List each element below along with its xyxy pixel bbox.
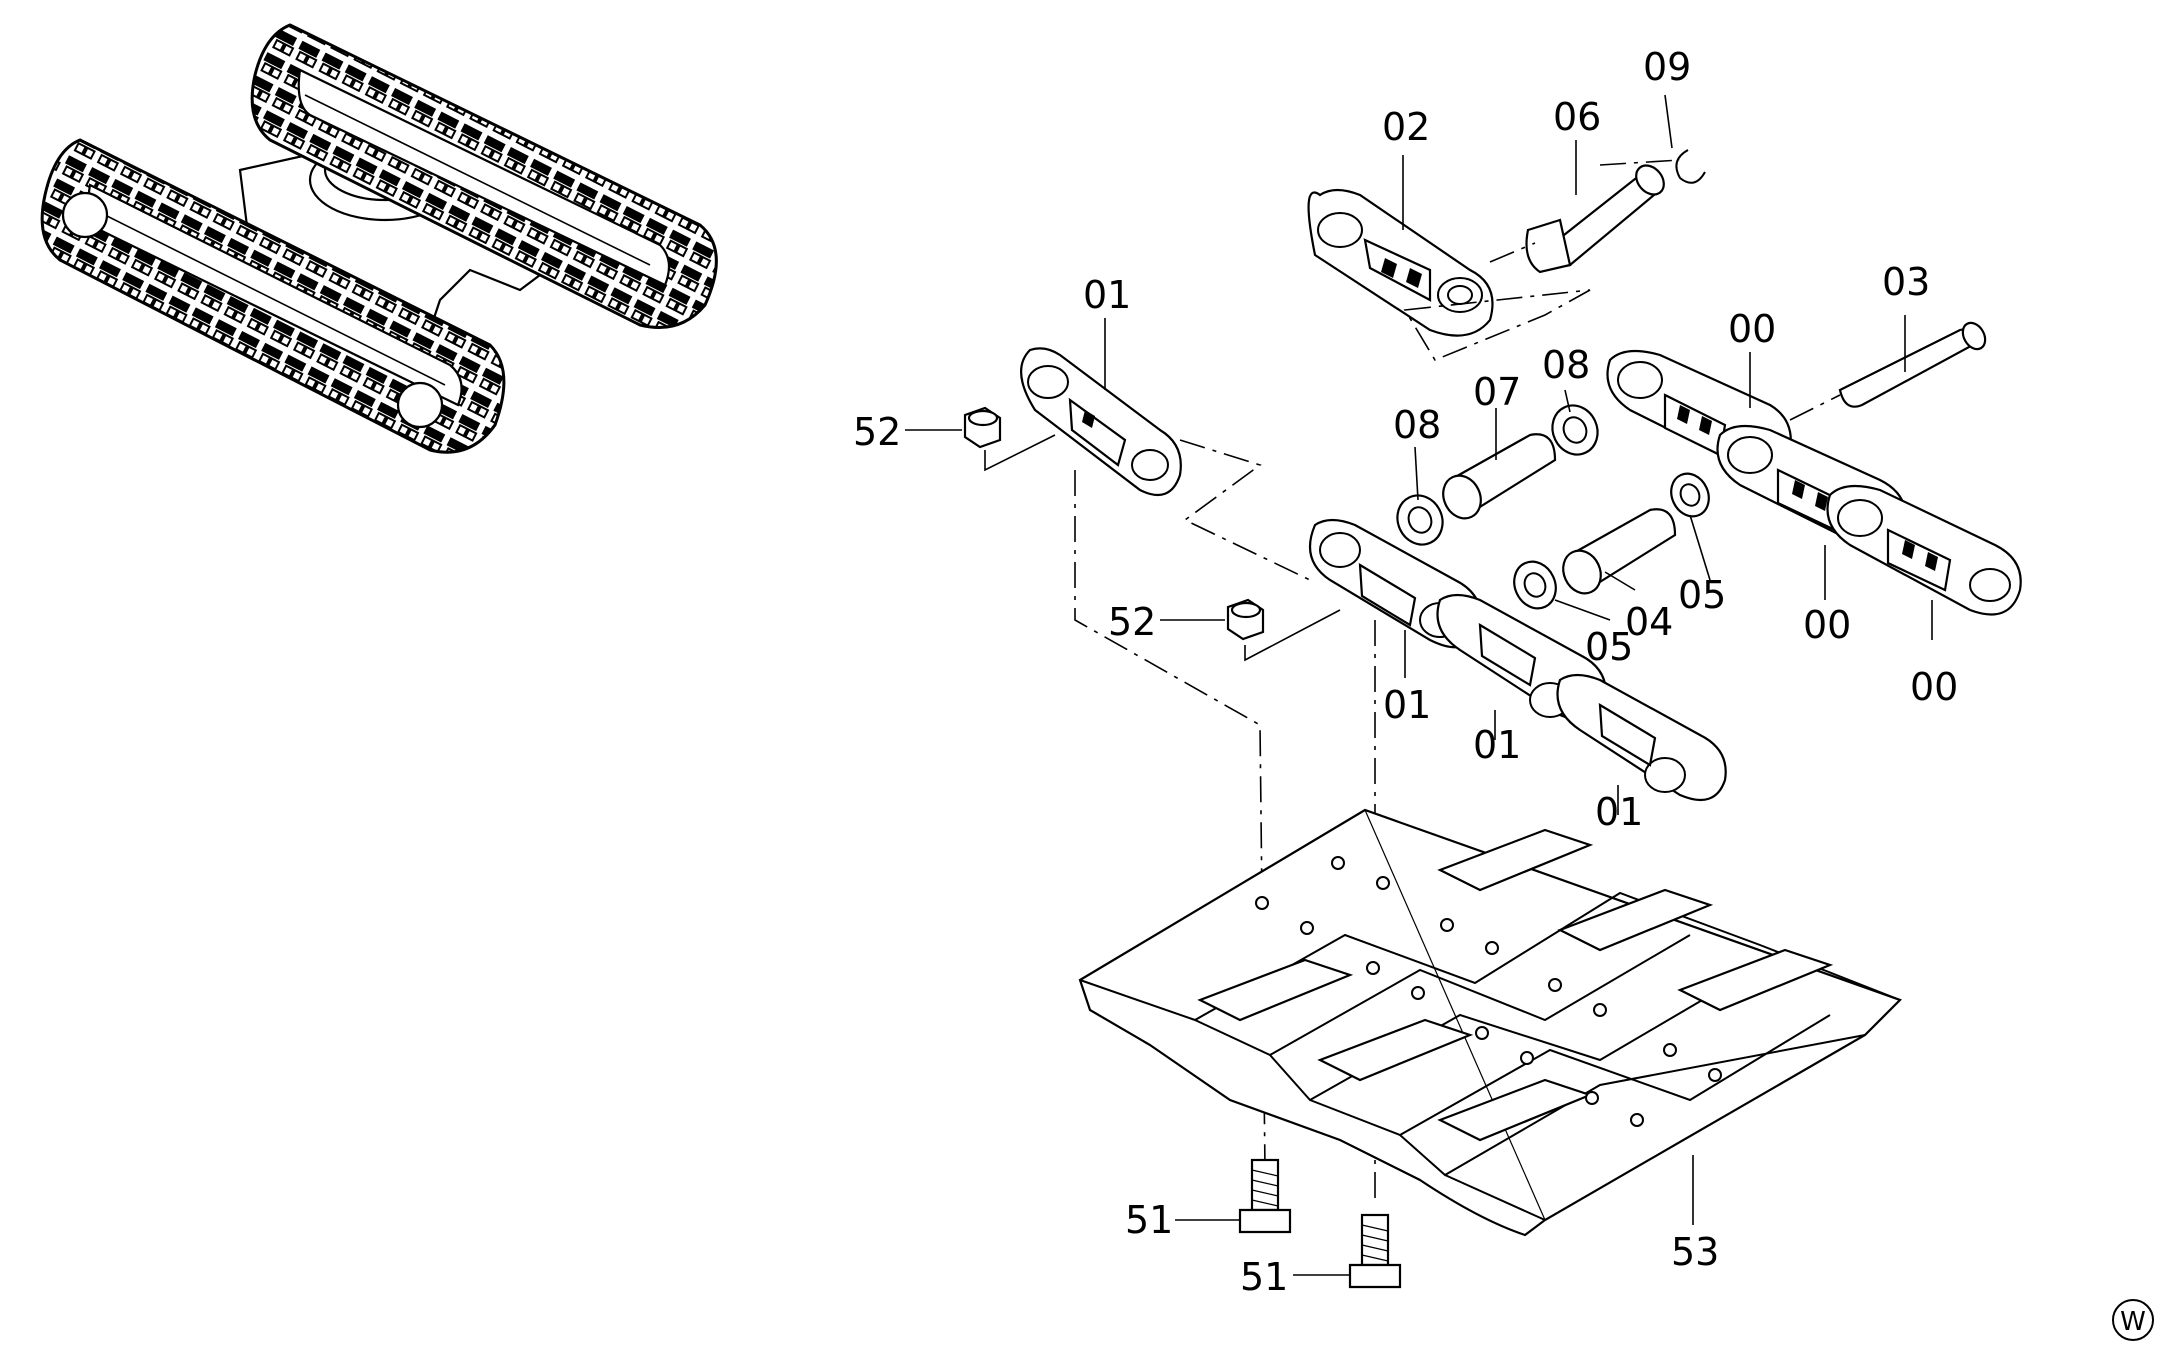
label-53: 53	[1671, 1230, 1719, 1274]
part-05-washer-1	[1670, 472, 1710, 518]
guide-line-52-01-b	[1244, 609, 1341, 662]
part-08-washer-1	[1551, 404, 1599, 456]
label-51-top: 51	[1125, 1198, 1173, 1242]
label-02: 02	[1382, 105, 1430, 149]
part-04-bushing	[1562, 508, 1677, 595]
part-06-pin	[1525, 164, 1665, 274]
guide-line-00-03	[1789, 394, 1841, 421]
label-05-right: 05	[1678, 573, 1726, 617]
label-52-top: 52	[853, 410, 901, 454]
label-00-top: 00	[1728, 307, 1776, 351]
label-01-b: 01	[1473, 723, 1521, 767]
label-08-bottom: 08	[1393, 403, 1441, 447]
corner-mark: W	[2112, 1299, 2154, 1341]
label-07: 07	[1473, 370, 1521, 414]
label-01-top: 01	[1083, 273, 1131, 317]
part-09-snap-ring	[1675, 149, 1706, 184]
part-52-nut-2	[1226, 598, 1265, 641]
part-53-track-shoes	[1078, 808, 1903, 1237]
part-51-bolt-1	[1238, 1158, 1292, 1234]
guide-line-02-06	[1489, 242, 1536, 263]
guide-line-06-09	[1599, 159, 1681, 166]
undercarriage-overview	[40, 23, 718, 454]
part-labels: 02 06 09 01 03 00 08 07 08 52 52 05 04 0…	[853, 45, 1958, 1299]
part-08-washer-2	[1396, 494, 1444, 546]
label-51-bottom: 51	[1240, 1255, 1288, 1299]
part-01-link-3	[1556, 673, 1727, 802]
part-00-link-3	[1826, 484, 2022, 616]
corner-mark-letter: W	[2120, 1307, 2146, 1337]
label-05-left: 05	[1585, 625, 1633, 669]
part-51-bolt-2	[1348, 1213, 1402, 1289]
label-09: 09	[1643, 45, 1691, 89]
label-04: 04	[1625, 600, 1673, 644]
label-03: 03	[1882, 260, 1930, 304]
front-crawler-track	[40, 138, 506, 454]
guide-line-02-00	[1403, 289, 1591, 362]
part-05-washer-2	[1513, 560, 1557, 610]
part-52-nut-1	[963, 406, 1002, 449]
guide-line-52-01	[984, 434, 1056, 472]
leader-lines	[905, 94, 1933, 1276]
label-52-bottom: 52	[1108, 600, 1156, 644]
guide-line-01-01	[1179, 439, 1311, 581]
label-00-bottom: 00	[1910, 665, 1958, 709]
label-01-c: 01	[1595, 790, 1643, 834]
label-08-top: 08	[1542, 343, 1590, 387]
part-02-link	[1307, 188, 1494, 337]
label-00-middle: 00	[1803, 603, 1851, 647]
part-01-link-top	[1020, 347, 1182, 497]
part-03-pin	[1838, 321, 1987, 408]
part-07-bushing	[1442, 433, 1557, 520]
label-01-a: 01	[1383, 683, 1431, 727]
rear-crawler-track	[250, 23, 718, 329]
label-06: 06	[1553, 95, 1601, 139]
